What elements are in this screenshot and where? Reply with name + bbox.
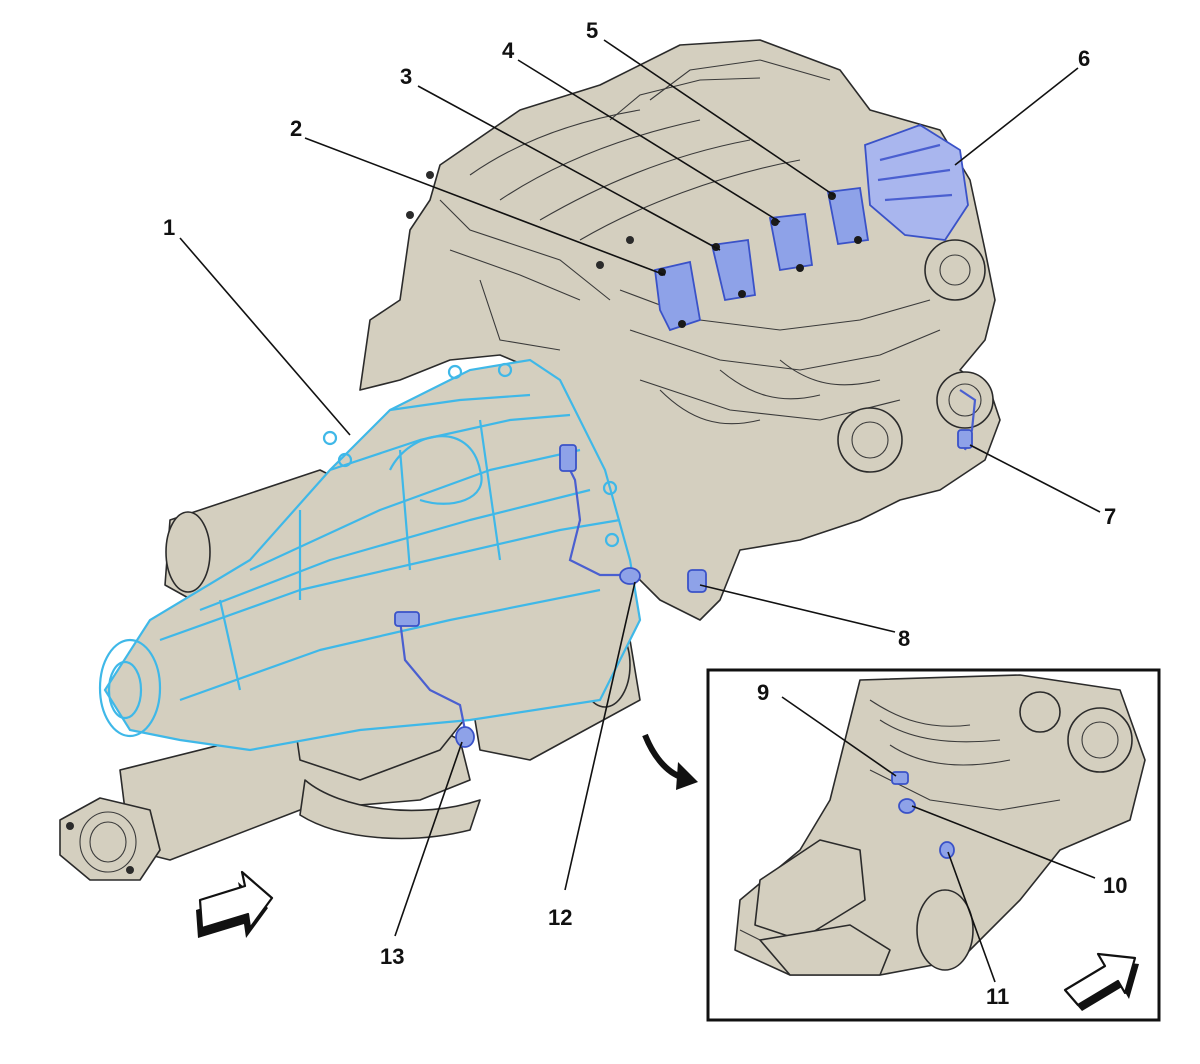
inset-pointer-arrow bbox=[642, 733, 698, 790]
callout-5: 5 bbox=[586, 18, 598, 43]
leader-lines bbox=[179, 39, 1101, 937]
view-direction-arrow-inset bbox=[1063, 952, 1139, 1011]
transmission-case bbox=[103, 358, 642, 752]
exhaust-flange bbox=[59, 797, 161, 881]
generator bbox=[864, 124, 969, 241]
callout-8: 8 bbox=[898, 626, 910, 651]
oxygen-sensor-13 bbox=[455, 726, 475, 748]
callout-6: 6 bbox=[1078, 46, 1090, 71]
callout-10: 10 bbox=[1103, 873, 1127, 898]
callout-11: 11 bbox=[986, 984, 1009, 1009]
engine-block bbox=[359, 39, 1001, 621]
sensor-8 bbox=[687, 569, 707, 593]
inset-sensor-9 bbox=[891, 771, 909, 785]
highlighted-components bbox=[394, 124, 977, 748]
inset-sensor-10 bbox=[898, 798, 916, 814]
engine-assembly bbox=[359, 39, 1001, 621]
transmission-highlight bbox=[98, 358, 642, 752]
callout-13: 13 bbox=[380, 944, 404, 969]
callout-3: 3 bbox=[400, 64, 412, 89]
callout-7: 7 bbox=[1104, 504, 1116, 529]
callout-1: 1 bbox=[163, 215, 175, 240]
ignition-coil-3 bbox=[710, 238, 757, 302]
callout-4: 4 bbox=[502, 38, 515, 63]
callout-9: 9 bbox=[757, 680, 769, 705]
inset-sensor-11 bbox=[939, 841, 955, 859]
ignition-coil-4 bbox=[768, 213, 814, 272]
callout-12: 12 bbox=[548, 905, 572, 930]
callout-labels: 1 2 3 4 5 6 7 8 9 10 11 12 13 bbox=[163, 18, 1127, 1009]
ignition-coil-5 bbox=[826, 186, 870, 246]
callout-2: 2 bbox=[290, 116, 302, 141]
inset-detail-view bbox=[706, 668, 1161, 1022]
view-direction-arrow-main bbox=[196, 870, 274, 938]
